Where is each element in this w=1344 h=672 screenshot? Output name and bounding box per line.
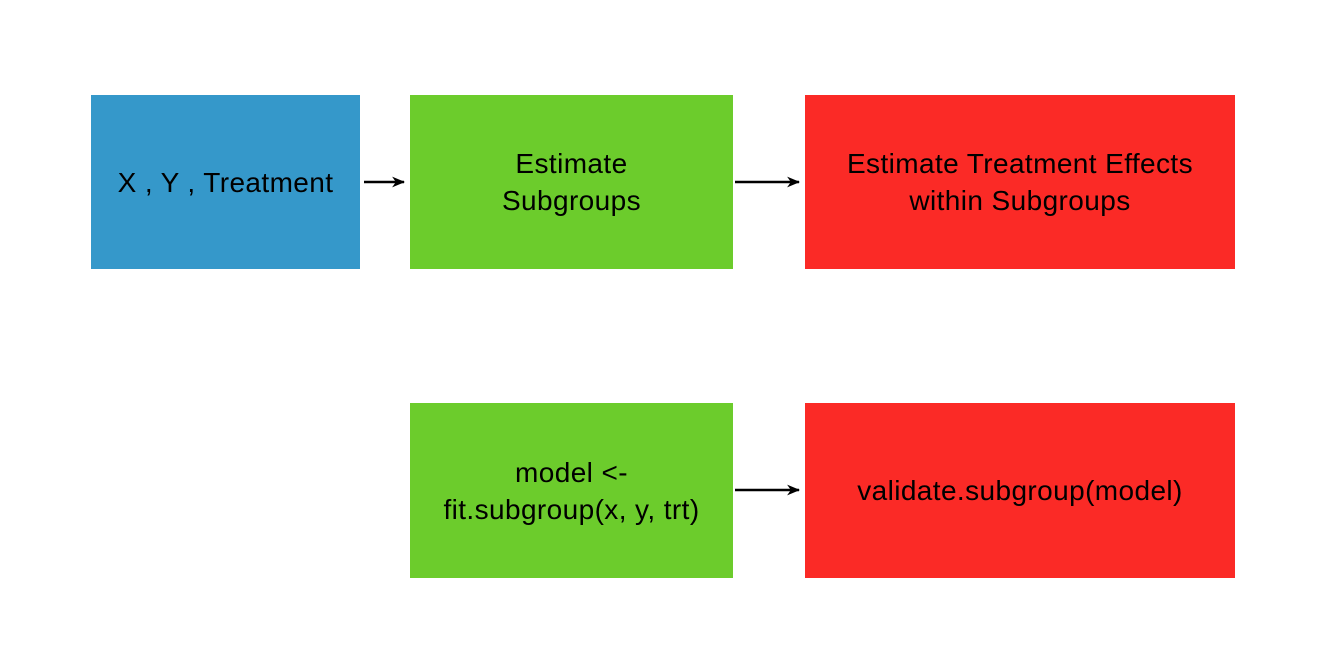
node-fit-subgroup-code: model <- fit.subgroup(x, y, trt) — [410, 403, 733, 578]
node-validate-subgroup-code-label: validate.subgroup(model) — [857, 472, 1183, 509]
node-input-data: X , Y , Treatment — [91, 95, 360, 269]
node-estimate-treatment-effects: Estimate Treatment Effects within Subgro… — [805, 95, 1235, 269]
label-line: Subgroups — [501, 185, 642, 216]
label-line: X , Y , Treatment — [117, 166, 334, 198]
label-line: validate.subgroup(model) — [857, 475, 1183, 506]
node-estimate-treatment-effects-label: Estimate Treatment Effects within Subgro… — [847, 145, 1193, 219]
label-line: Estimate Treatment Effects — [846, 148, 1194, 179]
label-line: within Subgroups — [909, 185, 1131, 216]
label-line: Estimate — [515, 148, 628, 179]
node-validate-subgroup-code: validate.subgroup(model) — [805, 403, 1235, 578]
label-line: model <- — [515, 456, 628, 488]
node-estimate-subgroups: Estimate Subgroups — [410, 95, 733, 269]
node-input-data-label: X , Y , Treatment — [118, 164, 334, 201]
label-line: fit.subgroup(x, y, trt) — [443, 493, 700, 525]
node-estimate-subgroups-label: Estimate Subgroups — [502, 145, 641, 219]
node-fit-subgroup-code-label: model <- fit.subgroup(x, y, trt) — [443, 454, 699, 528]
